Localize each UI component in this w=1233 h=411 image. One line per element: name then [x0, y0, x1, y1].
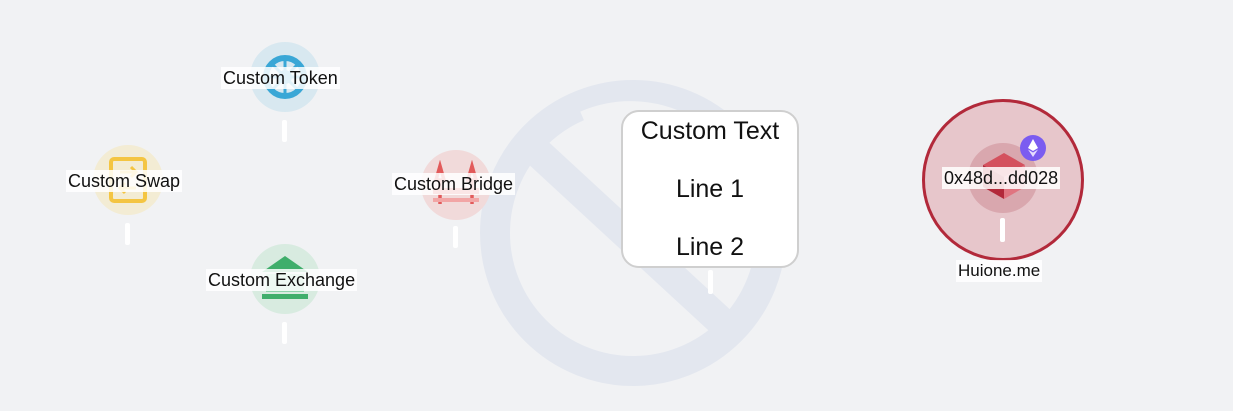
- swap-node-stem: [125, 223, 130, 245]
- address-node-sublabel: Huione.me: [956, 260, 1043, 282]
- swap-node-label: Custom Swap: [66, 170, 183, 192]
- text-box-line-1: Custom Text: [640, 117, 780, 145]
- address-node-label: 0x48d...dd028: [942, 167, 1061, 189]
- node-custom-token[interactable]: [245, 42, 325, 142]
- node-custom-swap[interactable]: [90, 143, 170, 245]
- exchange-node-label: Custom Exchange: [206, 269, 358, 291]
- bridge-node-stem: [453, 226, 458, 248]
- text-box-stem: [708, 270, 713, 294]
- node-custom-exchange[interactable]: [245, 242, 325, 344]
- text-box-line-2: Line 1: [675, 175, 745, 203]
- address-node-stem: [1000, 218, 1005, 242]
- text-box-line-3: Line 2: [675, 233, 745, 261]
- ethereum-icon: [1020, 135, 1046, 161]
- custom-text-box[interactable]: Custom Text Line 1 Line 2: [621, 110, 799, 268]
- bridge-node-label: Custom Bridge: [392, 173, 516, 195]
- token-node-stem: [282, 120, 287, 142]
- node-custom-bridge[interactable]: [418, 148, 498, 248]
- token-node-label: Custom Token: [221, 67, 340, 89]
- exchange-node-stem: [282, 322, 287, 344]
